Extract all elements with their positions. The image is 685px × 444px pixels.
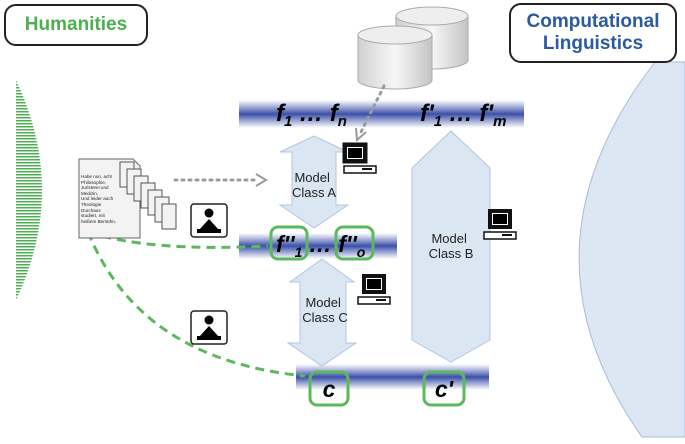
model-c-label: Model Class C	[302, 295, 348, 325]
model-a-label: Model Class A	[292, 170, 336, 200]
class-c-prime-label: c'	[435, 376, 455, 402]
document-text: Habe nun, ach! Philosophie, Juristerei u…	[81, 174, 143, 224]
model-b-arrow	[411, 130, 491, 363]
database-icon	[357, 6, 469, 90]
document-line: heißem Bemühn.	[81, 218, 116, 224]
document-line: studiert, mit	[81, 213, 105, 219]
computational-linguistics-label-line2: Linguistics	[542, 33, 644, 54]
humanities-label: Humanities	[24, 14, 128, 35]
dashed-link-to-classes	[86, 231, 306, 378]
document-line: Durchaus	[81, 207, 101, 213]
c-box	[308, 370, 350, 407]
computational-linguistics-label-line1: Computational	[526, 11, 660, 32]
document-line: Medizin,	[81, 190, 99, 196]
model-a-arrow	[278, 135, 350, 229]
document-line: Juristerei und	[81, 185, 109, 191]
document-line: Habe nun, ach!	[81, 174, 113, 179]
middle-feature-band	[239, 233, 397, 259]
top-right-feature-label: f'1 … f'm	[420, 100, 506, 130]
humanities-shape	[16, 80, 42, 300]
document-line: Theologie	[81, 201, 102, 207]
middle-feature-label: f''1 … f''o	[276, 231, 366, 260]
model-c-arrow	[286, 258, 358, 367]
computational-linguistics-shape	[578, 61, 685, 438]
computer-icon	[357, 274, 391, 305]
computer-icon	[342, 142, 377, 174]
computer-icon	[483, 209, 517, 240]
f-double-prime-o-box	[334, 225, 375, 261]
c-prime-box	[422, 370, 466, 407]
humanities-label-box: Humanities	[4, 4, 148, 46]
document-line: Philosophie,	[81, 179, 107, 185]
dotted-arrow-database	[355, 84, 386, 143]
reader-icon	[190, 310, 228, 345]
document-stack-icon	[78, 158, 177, 239]
model-b-label: Model Class B	[429, 231, 474, 261]
class-c-label: c	[323, 376, 336, 402]
bottom-class-band	[296, 364, 489, 390]
top-feature-band	[239, 100, 524, 128]
dotted-arrow-documents	[173, 173, 268, 187]
reader-icon	[190, 203, 228, 238]
computational-linguistics-label-box: Computational Linguistics	[509, 3, 677, 63]
f-double-prime-1-box	[269, 225, 309, 261]
top-left-feature-label: f1 … fn	[276, 100, 347, 130]
document-line: Und leider auch	[81, 196, 114, 202]
